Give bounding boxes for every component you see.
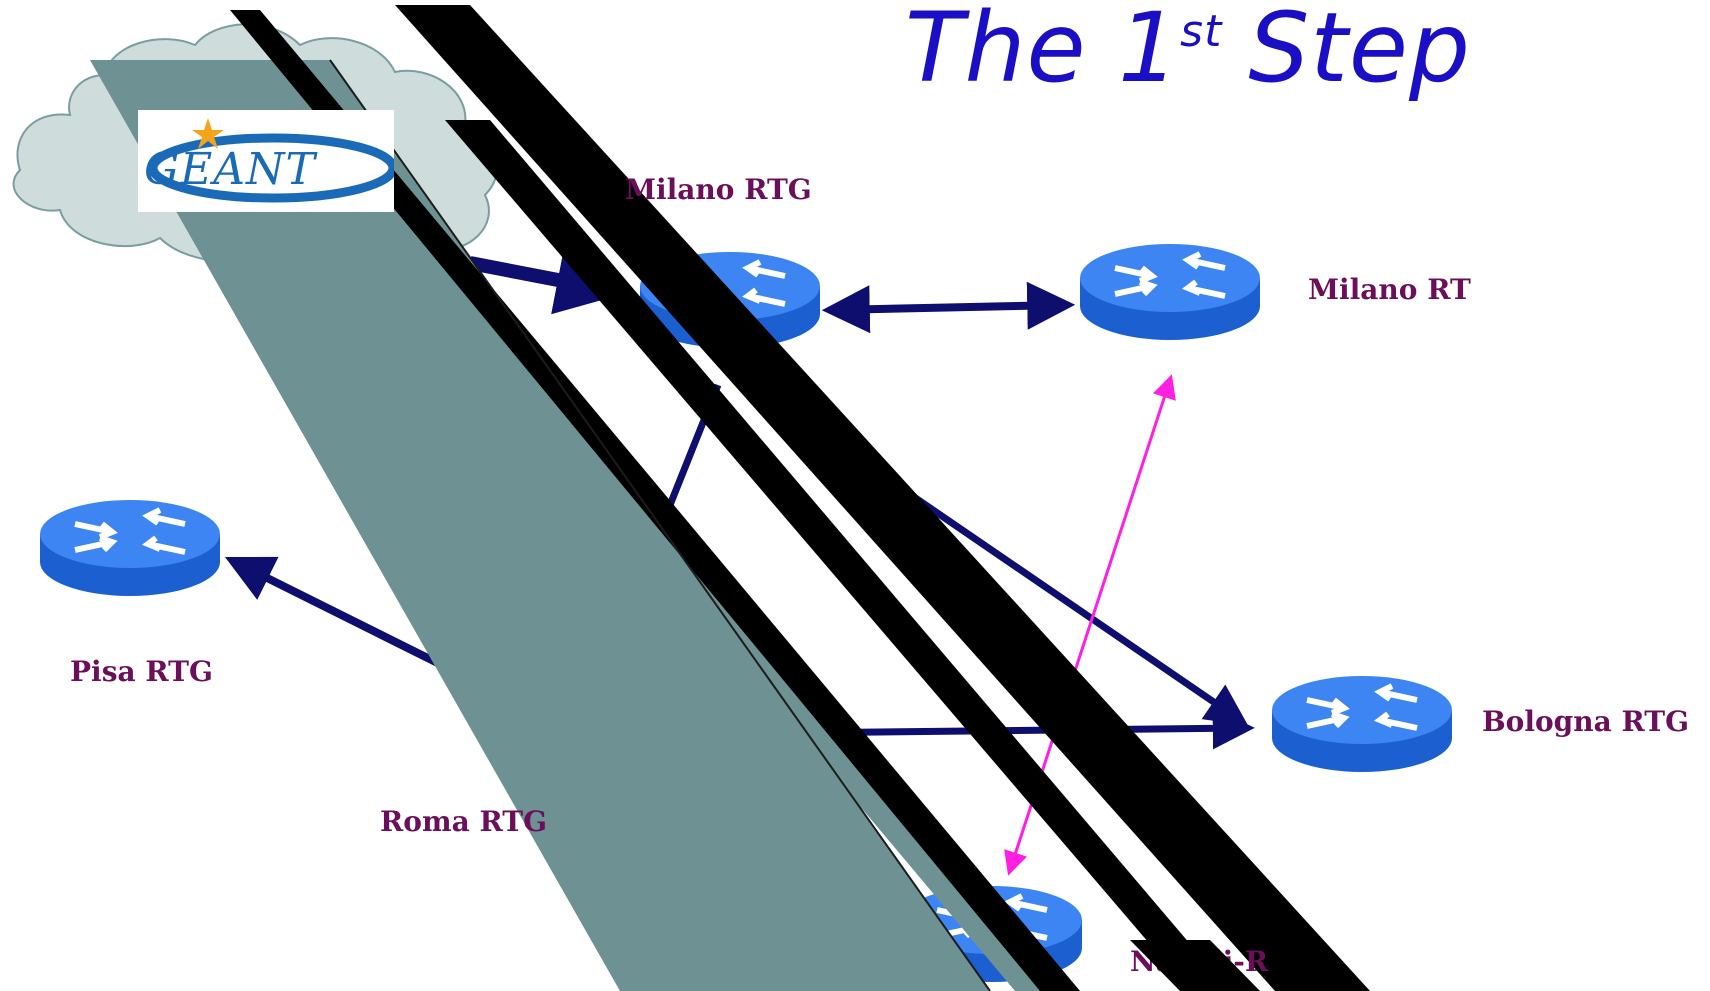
label-napoli: Napoli-R: [1130, 945, 1269, 978]
label-bologna-rtg: Bologna RTG: [1482, 705, 1690, 738]
geant-logo-mark: [148, 118, 398, 203]
geant-logo: GEANT: [138, 110, 398, 212]
beam-black-2: [395, 5, 1370, 991]
link-milano-rtg-milano-rt: [821, 281, 1076, 334]
label-milano-rt: Milano RT: [1308, 273, 1471, 306]
geant-logo-text: GEANT: [144, 144, 316, 195]
title-text-start: The 1: [905, 0, 1181, 104]
title-text-end: Step: [1248, 0, 1471, 104]
router-icon-milano-rt: [1080, 244, 1260, 340]
beam-edge-line: [329, 59, 991, 991]
beam-grey-wide: [90, 60, 990, 991]
beam-overlay: [90, 5, 1370, 991]
beam-black-3: [445, 120, 1230, 991]
label-pisa-rtg: Pisa RTG: [70, 655, 213, 688]
beam-black-1: [230, 10, 1080, 991]
star-icon: [192, 118, 224, 149]
router-icon-pisa-rtg: [40, 500, 220, 596]
label-roma-rtg: Roma RTG: [380, 805, 547, 838]
label-milano-rtg: Milano RTG: [625, 173, 812, 206]
slide-title: The 1st Step: [905, 0, 1471, 104]
title-superscript: st: [1180, 6, 1223, 57]
beam-grey-narrow: [360, 210, 1050, 991]
router-icon-bologna-rtg: [1272, 676, 1452, 772]
